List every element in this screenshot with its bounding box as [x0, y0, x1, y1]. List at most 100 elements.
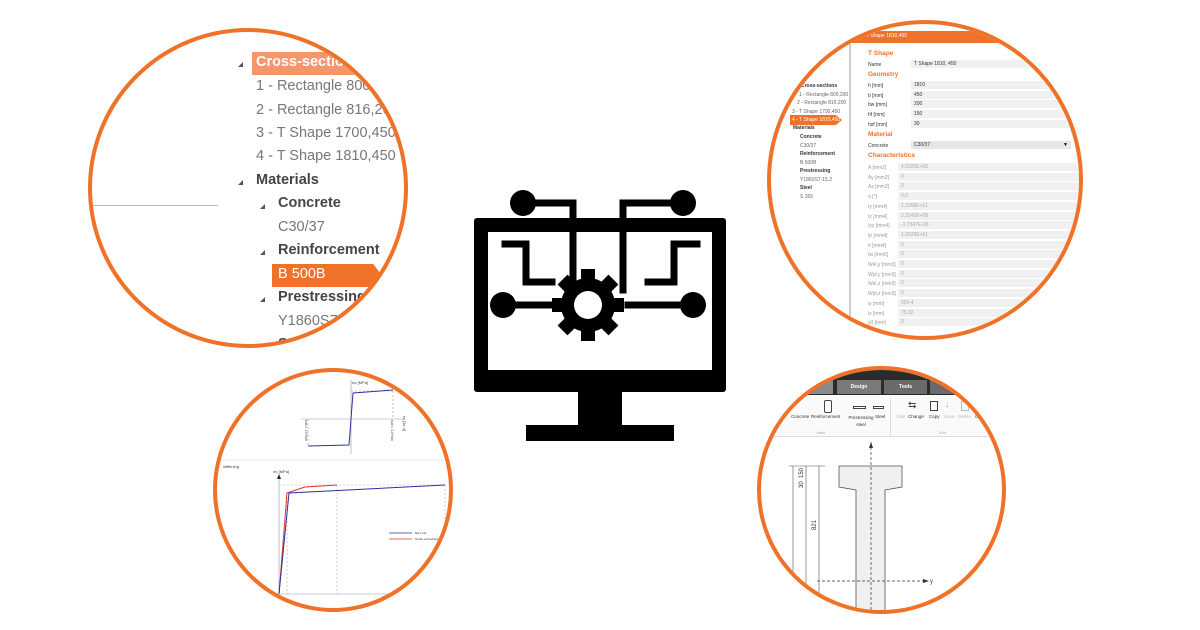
- copy-button[interactable]: Copy: [929, 414, 940, 419]
- expand-icon[interactable]: [260, 204, 265, 209]
- tree-materials[interactable]: Materials: [256, 172, 319, 188]
- bottom-ylabel: σs [MPa]: [273, 469, 289, 474]
- gear-icon: [552, 269, 624, 341]
- section-characteristics[interactable]: Characteristics: [868, 152, 915, 159]
- tab-tools[interactable]: Tools: [884, 380, 927, 394]
- property-value[interactable]: 450: [911, 90, 1079, 99]
- tree-materials[interactable]: Materials: [793, 125, 815, 131]
- property-label: α [°]: [868, 194, 878, 201]
- property-label: Iy [mm4]: [868, 203, 888, 210]
- tree-header[interactable]: Cross-sections: [801, 83, 838, 89]
- property-value: 0: [898, 289, 1079, 298]
- property-value: 2.3242E+09: [898, 211, 1079, 220]
- tree-steel[interactable]: Steel: [278, 336, 313, 348]
- tree-reinforcement[interactable]: Reinforcement: [800, 151, 836, 157]
- property-value: -1.7347E-06: [898, 221, 1079, 230]
- concrete-label: Concrete: [868, 143, 889, 149]
- property-value: 0.0: [898, 192, 1079, 201]
- tree-prestressing[interactable]: Prestressing: [800, 168, 831, 174]
- tree-concrete[interactable]: Concrete: [800, 134, 822, 140]
- delete-icon: [961, 401, 969, 411]
- name-field[interactable]: T Shape 1810, 450: [911, 60, 1079, 68]
- tree-steel[interactable]: Steel: [800, 185, 812, 191]
- property-value[interactable]: 150: [911, 110, 1079, 119]
- steel-button[interactable]: Steel: [875, 414, 886, 419]
- series-rebar-embedded: [278, 484, 338, 595]
- tree-item[interactable]: Y1860S7-15.2: [800, 177, 832, 183]
- tree-item-selected[interactable]: 4 - T Shape 1810,450: [792, 117, 841, 123]
- top-ylabel: σs [MPa]: [352, 380, 368, 385]
- dropdown-arrow-icon[interactable]: ▼: [1063, 142, 1068, 148]
- property-label: Wpl,y [mm3]: [868, 271, 896, 278]
- tree-item[interactable]: 2 - Rectangle 816,200: [797, 100, 847, 106]
- property-value[interactable]: 30: [911, 119, 1079, 128]
- tree-item[interactable]: 1 - Rectangle 800,200: [256, 78, 399, 94]
- chart-svg: σs [MPa] εs [1e-4] εud = 1.0*εuk εud = 1…: [217, 380, 449, 595]
- delete-button[interactable]: Delete: [958, 414, 972, 419]
- expand-icon[interactable]: [238, 180, 243, 185]
- tree-cross-sections[interactable]: Cross-sections: [256, 54, 361, 70]
- prestressing-steel-button[interactable]: Prestressing steel: [848, 415, 874, 427]
- save-button[interactable]: Save: [944, 414, 955, 419]
- tree-item[interactable]: S 355: [800, 194, 814, 200]
- section-t-shape[interactable]: T Shape: [868, 50, 894, 57]
- property-value[interactable]: 200: [911, 100, 1079, 109]
- copy-icon: [930, 401, 938, 411]
- selected-highlight: [272, 264, 382, 287]
- tree-reinforcement[interactable]: Reinforcement: [278, 242, 380, 258]
- property-value[interactable]: 1810: [911, 81, 1079, 89]
- tree-item-selected[interactable]: B 500B: [278, 266, 326, 282]
- property-value: 0: [898, 318, 1079, 327]
- property-value: 0: [898, 260, 1079, 268]
- reinforcement-button[interactable]: Reinforcement: [811, 414, 841, 419]
- top-curve: [307, 389, 394, 447]
- tree-item[interactable]: 4 - T Shape 1810,450: [256, 148, 396, 164]
- tree-item[interactable]: C30/37: [800, 143, 817, 149]
- concrete-button[interactable]: Concrete: [791, 414, 810, 419]
- tree-item[interactable]: 3 - T Shape 1700,450: [256, 125, 396, 141]
- change-icon: ⇆: [908, 400, 917, 411]
- property-label: It [mm4]: [868, 242, 887, 249]
- section-label: stiffening: [223, 464, 239, 469]
- section-material[interactable]: Material: [868, 131, 893, 138]
- change-button[interactable]: Change: [908, 414, 924, 419]
- expand-icon[interactable]: [260, 297, 265, 302]
- tree-header-highlight: [252, 52, 404, 75]
- property-value: 0: [898, 240, 1079, 249]
- edit-button[interactable]: Edit: [897, 414, 905, 419]
- property-label: Iyz [mm4]: [868, 223, 890, 230]
- steel-icon: [873, 406, 884, 409]
- divider: [92, 205, 218, 206]
- tree-prestressing[interactable]: Prestressing: [278, 289, 366, 305]
- property-label: Wpl,z [mm3]: [868, 291, 896, 298]
- property-value: 1.2398E+11: [898, 201, 1079, 210]
- property-label: Wel,y [mm3]: [868, 262, 896, 268]
- splitter[interactable]: [849, 43, 851, 336]
- save-icon: ↓: [945, 399, 950, 409]
- property-label: y0 [mm]: [868, 320, 886, 327]
- property-label: hf [mm]: [868, 112, 885, 119]
- tree-item[interactable]: B 500B: [800, 160, 817, 166]
- expand-icon[interactable]: [260, 250, 265, 255]
- expand-icon[interactable]: [238, 62, 243, 67]
- tree-item[interactable]: Y1860S7-15.2: [278, 313, 371, 329]
- y-axis-label: y: [930, 579, 933, 585]
- name-label: Name: [868, 62, 882, 68]
- property-value: 1.2629E+11: [898, 230, 1079, 239]
- tree-concrete[interactable]: Concrete: [278, 195, 341, 211]
- section-geometry[interactable]: Geometry: [868, 71, 899, 78]
- property-label: Iw [mm6]: [868, 252, 889, 259]
- reinforcement-icon: [824, 400, 832, 413]
- tree-item[interactable]: 1 - Rectangle 800,200: [799, 92, 849, 98]
- concrete-select[interactable]: C30/37: [911, 141, 1071, 149]
- tree-item[interactable]: 3 - T Shape 1700,450: [792, 109, 841, 115]
- tab-design[interactable]: Design: [837, 380, 881, 394]
- tree-item[interactable]: 2 - Rectangle 816,200: [256, 102, 399, 118]
- tab-more[interactable]: Ch...: [930, 380, 990, 394]
- section-drawing: 30 150 821 y: [789, 442, 933, 610]
- property-label: bw [mm]: [868, 102, 887, 109]
- tree-item[interactable]: C30/37: [278, 219, 325, 235]
- clear-button[interactable]: Cle...: [975, 414, 986, 419]
- property-label: b [mm]: [868, 92, 884, 99]
- tree-view-zoom: Cross-sections 1 - Rectangle 800,200 2 -…: [88, 28, 408, 348]
